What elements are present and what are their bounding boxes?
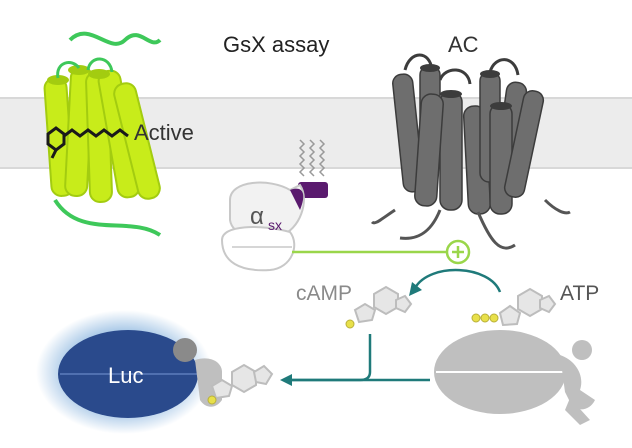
atp-label: ATP: [560, 282, 599, 305]
luciferase-sensor: Luc: [36, 310, 222, 434]
galpha-sx-subunit: α sx: [220, 139, 328, 272]
atp-molecule: [498, 287, 557, 327]
alpha-symbol: α: [250, 203, 264, 230]
diagram-title: GsX assay: [223, 32, 329, 57]
atp-phosphates: [471, 313, 499, 323]
inactive-camp-sensor: [434, 330, 595, 425]
ligand-molecule: [46, 126, 129, 159]
camp-phosphate: [345, 319, 355, 329]
adenylyl-cyclase: AC: [370, 32, 571, 250]
gpcr-receptor: [43, 31, 162, 237]
camp-molecule: [353, 285, 413, 324]
bound-camp-phosphate: [207, 395, 217, 405]
conversion-arrow: [409, 268, 502, 296]
active-label: Active: [134, 120, 194, 145]
luc-label: Luc: [108, 363, 143, 388]
activation-connector: [292, 239, 471, 265]
alpha-subscript: sx: [268, 217, 282, 233]
camp-flow-arrow: [280, 334, 430, 386]
bound-camp-molecule: [210, 363, 274, 400]
camp-label: cAMP: [296, 282, 352, 305]
ac-label: AC: [448, 32, 479, 57]
